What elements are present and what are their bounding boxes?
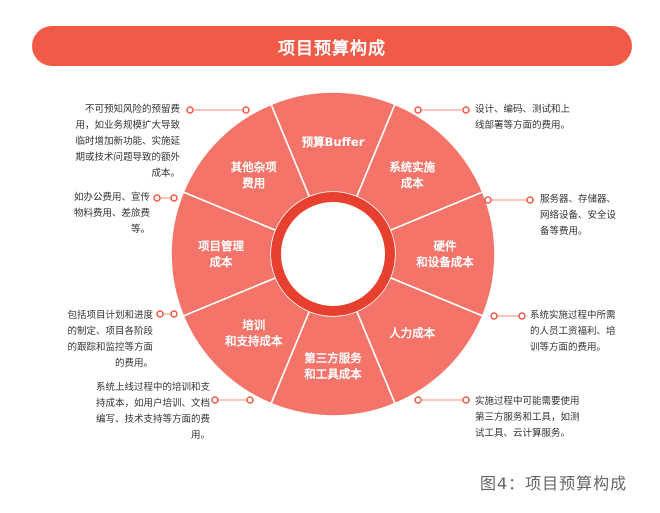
desc-labor: 系统实施过程中所需 的人员工资福利、培 训等方面的费用。 [530,310,616,353]
segment-label-line: 人力成本 [389,326,435,340]
connector-dot [484,196,492,204]
desc-hardware: 服务器、存储器、 网络设备、安全设 备等费用。 [540,194,617,237]
segment-label: 预算Buffer [302,135,365,149]
segment-label-line: 成本 [210,255,233,269]
segment-label-line: 培训 [242,318,265,332]
segment-label-line: 和设备成本 [416,255,474,269]
segment-label-line: 成本 [401,176,424,190]
desc-budget-buffer: 不可预知风险的预留费 用，如业务规模扩大导致 临时增加新功能、实施延 期或技术问… [75,104,180,179]
connector-dot [518,312,526,320]
center-hole [281,202,385,306]
connector-dot [153,194,161,202]
connector-dot [414,106,422,114]
segment-label-line: 系统实施 [389,160,435,174]
connector-dot [246,396,254,404]
connector-dot [170,310,178,318]
segment-label-line: 硬件 [434,239,457,253]
segment-label: 项目管理成本 [198,239,244,269]
desc-third-party: 实施过程中可能需要使用 第三方服务和工具，如测 试工具、云计算服务。 [475,396,580,439]
segment-label-line: 其他杂项 [231,160,277,174]
connector-dot [462,106,470,114]
desc-system-implementation: 设计、编码、测试和上 线部署等方面的费用。 [475,104,571,131]
segment-label-line: 和工具成本 [304,367,362,381]
segment-label: 第三方服务和工具成本 [304,351,362,381]
segment-label-line: 费用 [242,176,265,190]
segment-label: 硬件和设备成本 [416,239,474,269]
connector-dot [156,310,164,318]
connector-dot [414,396,422,404]
connector-dot [490,312,498,320]
connector-dot [186,106,194,114]
segment-label-line: 项目管理 [198,239,244,253]
figure-caption: 图4：项目预算构成 [480,474,628,493]
segment-label: 人力成本 [389,326,435,340]
desc-misc: 如办公费用、宣传 物料费用、差旅费 等。 [73,192,150,235]
connector-dot [170,194,178,202]
diagram-title: 项目预算构成 [278,38,386,59]
connector-dot [242,106,250,114]
segment-label-line: 和支持成本 [225,334,283,348]
desc-training-support: 系统上线过程中的培训和支 持成本，如用户培训、文档 编写、技术支持等方面的费 用… [95,382,210,441]
connector-dot [211,396,219,404]
segment-label: 其他杂项费用 [231,160,277,190]
segment-label: 系统实施成本 [389,160,435,190]
connector-dot [462,396,470,404]
title-banner: 项目预算构成 [32,26,632,66]
segment-label-line: 第三方服务 [304,351,362,365]
segment-label-line: 预算Buffer [302,135,365,149]
connector-dot [526,196,534,204]
desc-project-management: 包括项目计划和进度 的制定、项目各阶段 的跟踪和监控等方面 的费用。 [67,310,153,369]
segment-label: 培训和支持成本 [225,318,283,348]
